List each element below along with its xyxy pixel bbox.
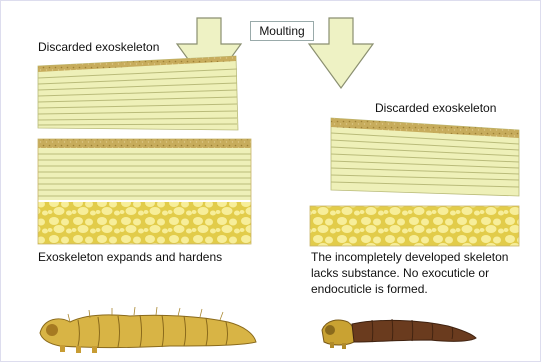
left-expands-hardens-label: Exoskeleton expands and hardens	[38, 249, 222, 265]
discarded-exoskeleton-right	[331, 118, 519, 196]
healthy-larva	[40, 307, 256, 353]
right-discarded-exoskeleton-label: Discarded exoskeleton	[375, 100, 496, 116]
incomplete-cuticle-right	[310, 206, 519, 246]
failed-moult-larva	[322, 319, 476, 349]
right-caption-line-2: lacks substance. No exocuticle or	[311, 265, 489, 281]
left-discarded-exoskeleton-label: Discarded exoskeleton	[38, 39, 159, 55]
moulting-arrow-right	[309, 18, 373, 88]
discarded-exoskeleton-left	[38, 56, 238, 130]
moulting-title: Moulting	[250, 21, 314, 41]
right-caption-line-1: The incompletely developed skeleton	[311, 249, 508, 265]
expanded-cuticle-left	[38, 139, 251, 244]
right-caption-line-3: endocuticle is formed.	[311, 281, 428, 297]
